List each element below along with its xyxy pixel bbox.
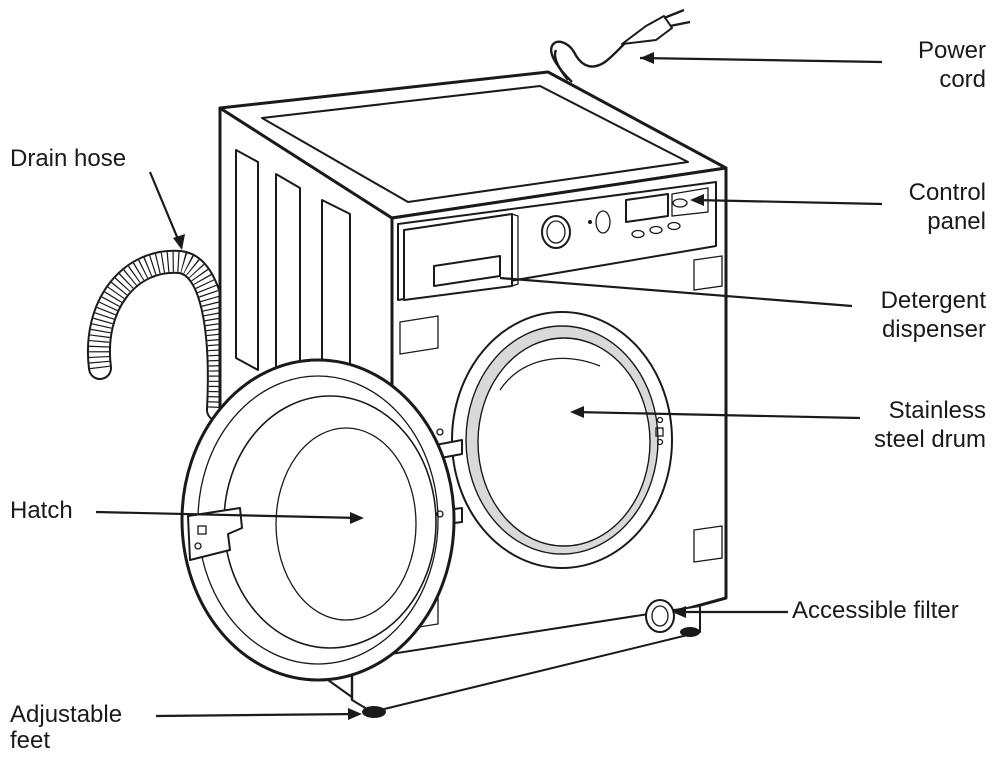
drum-pointer — [573, 410, 861, 420]
pointer-lines — [95, 52, 883, 720]
label-power-cord: Power cord — [917, 37, 986, 93]
drum — [451, 311, 673, 569]
label-accessible-filter: Accessible filter — [792, 597, 959, 624]
drain-hose — [86, 249, 231, 422]
hatch-door — [180, 358, 456, 682]
label-adjustable-feet: Adjustable feet — [10, 701, 123, 754]
label-drum: Stainless steel drum — [873, 397, 986, 453]
hatch-pointer — [95, 510, 361, 520]
power-cord-pointer — [639, 56, 883, 64]
drain-hose-pointer — [148, 171, 182, 245]
label-hatch: Hatch — [10, 497, 73, 524]
control-panel-pointer — [693, 198, 883, 206]
label-control-panel: Control panel — [908, 179, 986, 235]
label-drain-hose: Drain hose — [10, 145, 127, 172]
detergent-dispenser-pointer — [499, 276, 853, 308]
label-detergent-dispenser: Detergent dispenser — [880, 287, 986, 343]
power-cord — [550, 8, 691, 83]
feet-pointer — [155, 712, 359, 718]
